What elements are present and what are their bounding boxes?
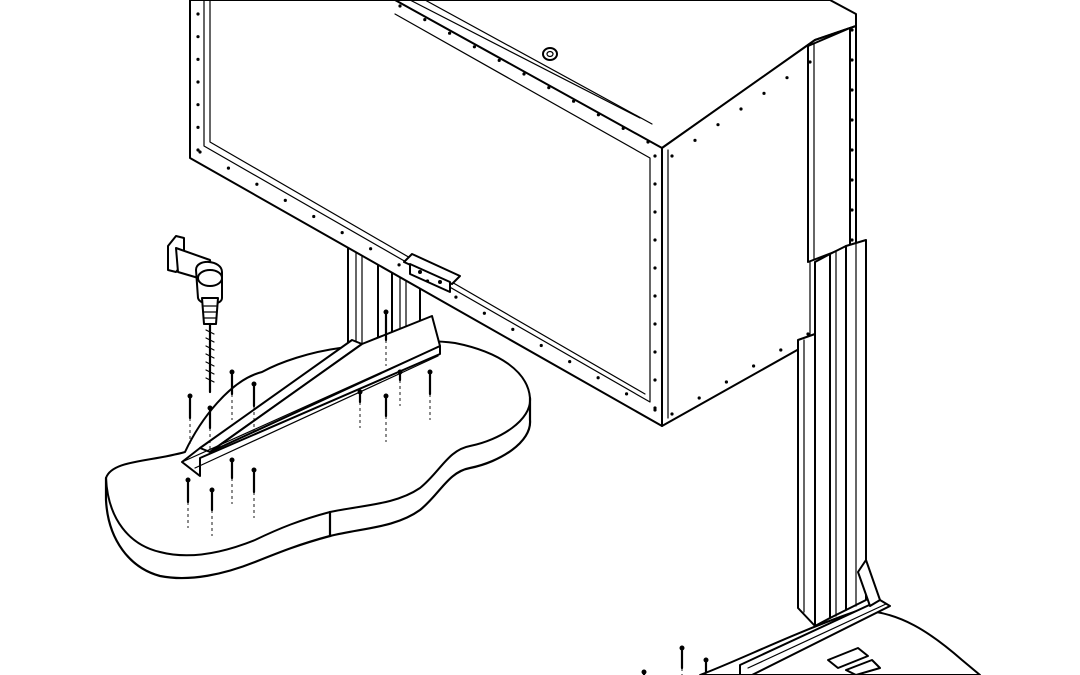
rivet (716, 123, 720, 127)
rivet (739, 107, 743, 111)
rivet (850, 208, 854, 212)
rivet (196, 103, 200, 107)
rivet (785, 76, 789, 80)
rivet (752, 364, 756, 368)
rivet (472, 45, 476, 49)
rivet (255, 182, 259, 186)
rivet (572, 99, 576, 103)
cabinet-rivets (196, 4, 854, 416)
rivet (196, 35, 200, 39)
rivet (653, 154, 657, 158)
rivet (697, 396, 701, 400)
anchor-bolt (229, 457, 235, 504)
anchor-bolt (427, 369, 433, 420)
rivet (653, 406, 657, 410)
rivet (653, 238, 657, 242)
anchor-bolt (357, 389, 363, 428)
rivet (568, 360, 572, 364)
rivet (196, 80, 200, 84)
rivet (398, 4, 402, 8)
rivet (196, 125, 200, 129)
rivet (283, 198, 287, 202)
rivet (511, 327, 515, 331)
anchor-bolt (383, 309, 389, 366)
rivet (369, 247, 373, 251)
rivet (762, 91, 766, 95)
rivet (850, 148, 854, 152)
right-pedestal-post (797, 239, 867, 627)
anchor-bolt (641, 669, 647, 675)
rivet (196, 148, 200, 152)
rivet (653, 266, 657, 270)
cabinet-lock (542, 47, 558, 61)
rivet (653, 350, 657, 354)
rivet (653, 294, 657, 298)
rivet (850, 238, 854, 242)
power-drill (167, 235, 223, 394)
anchor-bolt (251, 381, 257, 432)
rivet (850, 118, 854, 122)
mounting-bracket-plate (403, 253, 461, 293)
right-floor-base-channel (739, 559, 891, 675)
rivet (624, 392, 629, 396)
rivet (670, 154, 674, 158)
rivet (653, 210, 657, 214)
rivet (425, 279, 430, 283)
anchor-bolt (207, 405, 213, 454)
rivet (397, 263, 401, 267)
rivet (850, 178, 854, 182)
rivet (808, 60, 812, 64)
rivet (497, 58, 501, 63)
rivet (779, 348, 783, 352)
rivet (198, 150, 202, 154)
anchor-bolt (679, 645, 685, 675)
anchor-bolt (187, 393, 193, 444)
rivet (693, 138, 697, 142)
rivet (522, 72, 526, 76)
rivet (621, 126, 625, 130)
rivet (806, 332, 810, 336)
rivet (196, 57, 200, 61)
rivet (850, 28, 854, 32)
rivet (196, 12, 200, 16)
rivet (596, 113, 601, 117)
rivet (653, 378, 657, 382)
anchor-bolt (209, 487, 215, 536)
anchor-bolt (251, 467, 257, 518)
rivet (340, 231, 344, 235)
rivet (448, 31, 452, 35)
anchor-bolt (703, 657, 709, 675)
anchor-bolts-right (641, 645, 709, 675)
rivet (423, 18, 427, 22)
rivet (539, 343, 543, 348)
anchor-bolt (185, 477, 191, 528)
rivet (670, 412, 674, 416)
anchor-bolt (397, 369, 403, 406)
rivet (850, 88, 854, 92)
rivet (653, 322, 657, 326)
rivet (312, 214, 316, 219)
rivet (454, 295, 458, 299)
anchor-bolt (229, 369, 235, 420)
rivet (850, 58, 854, 62)
rivet (226, 166, 231, 170)
rivet (482, 311, 486, 315)
anchor-bolts-left (185, 309, 433, 536)
rivet (596, 376, 600, 380)
left-floor-base-channel (181, 315, 441, 477)
rivet (724, 380, 729, 384)
rivet (646, 140, 650, 144)
display-cabinet (189, 0, 857, 427)
rivet (547, 86, 551, 90)
anchor-bolt (383, 393, 389, 442)
rivet (653, 182, 657, 186)
